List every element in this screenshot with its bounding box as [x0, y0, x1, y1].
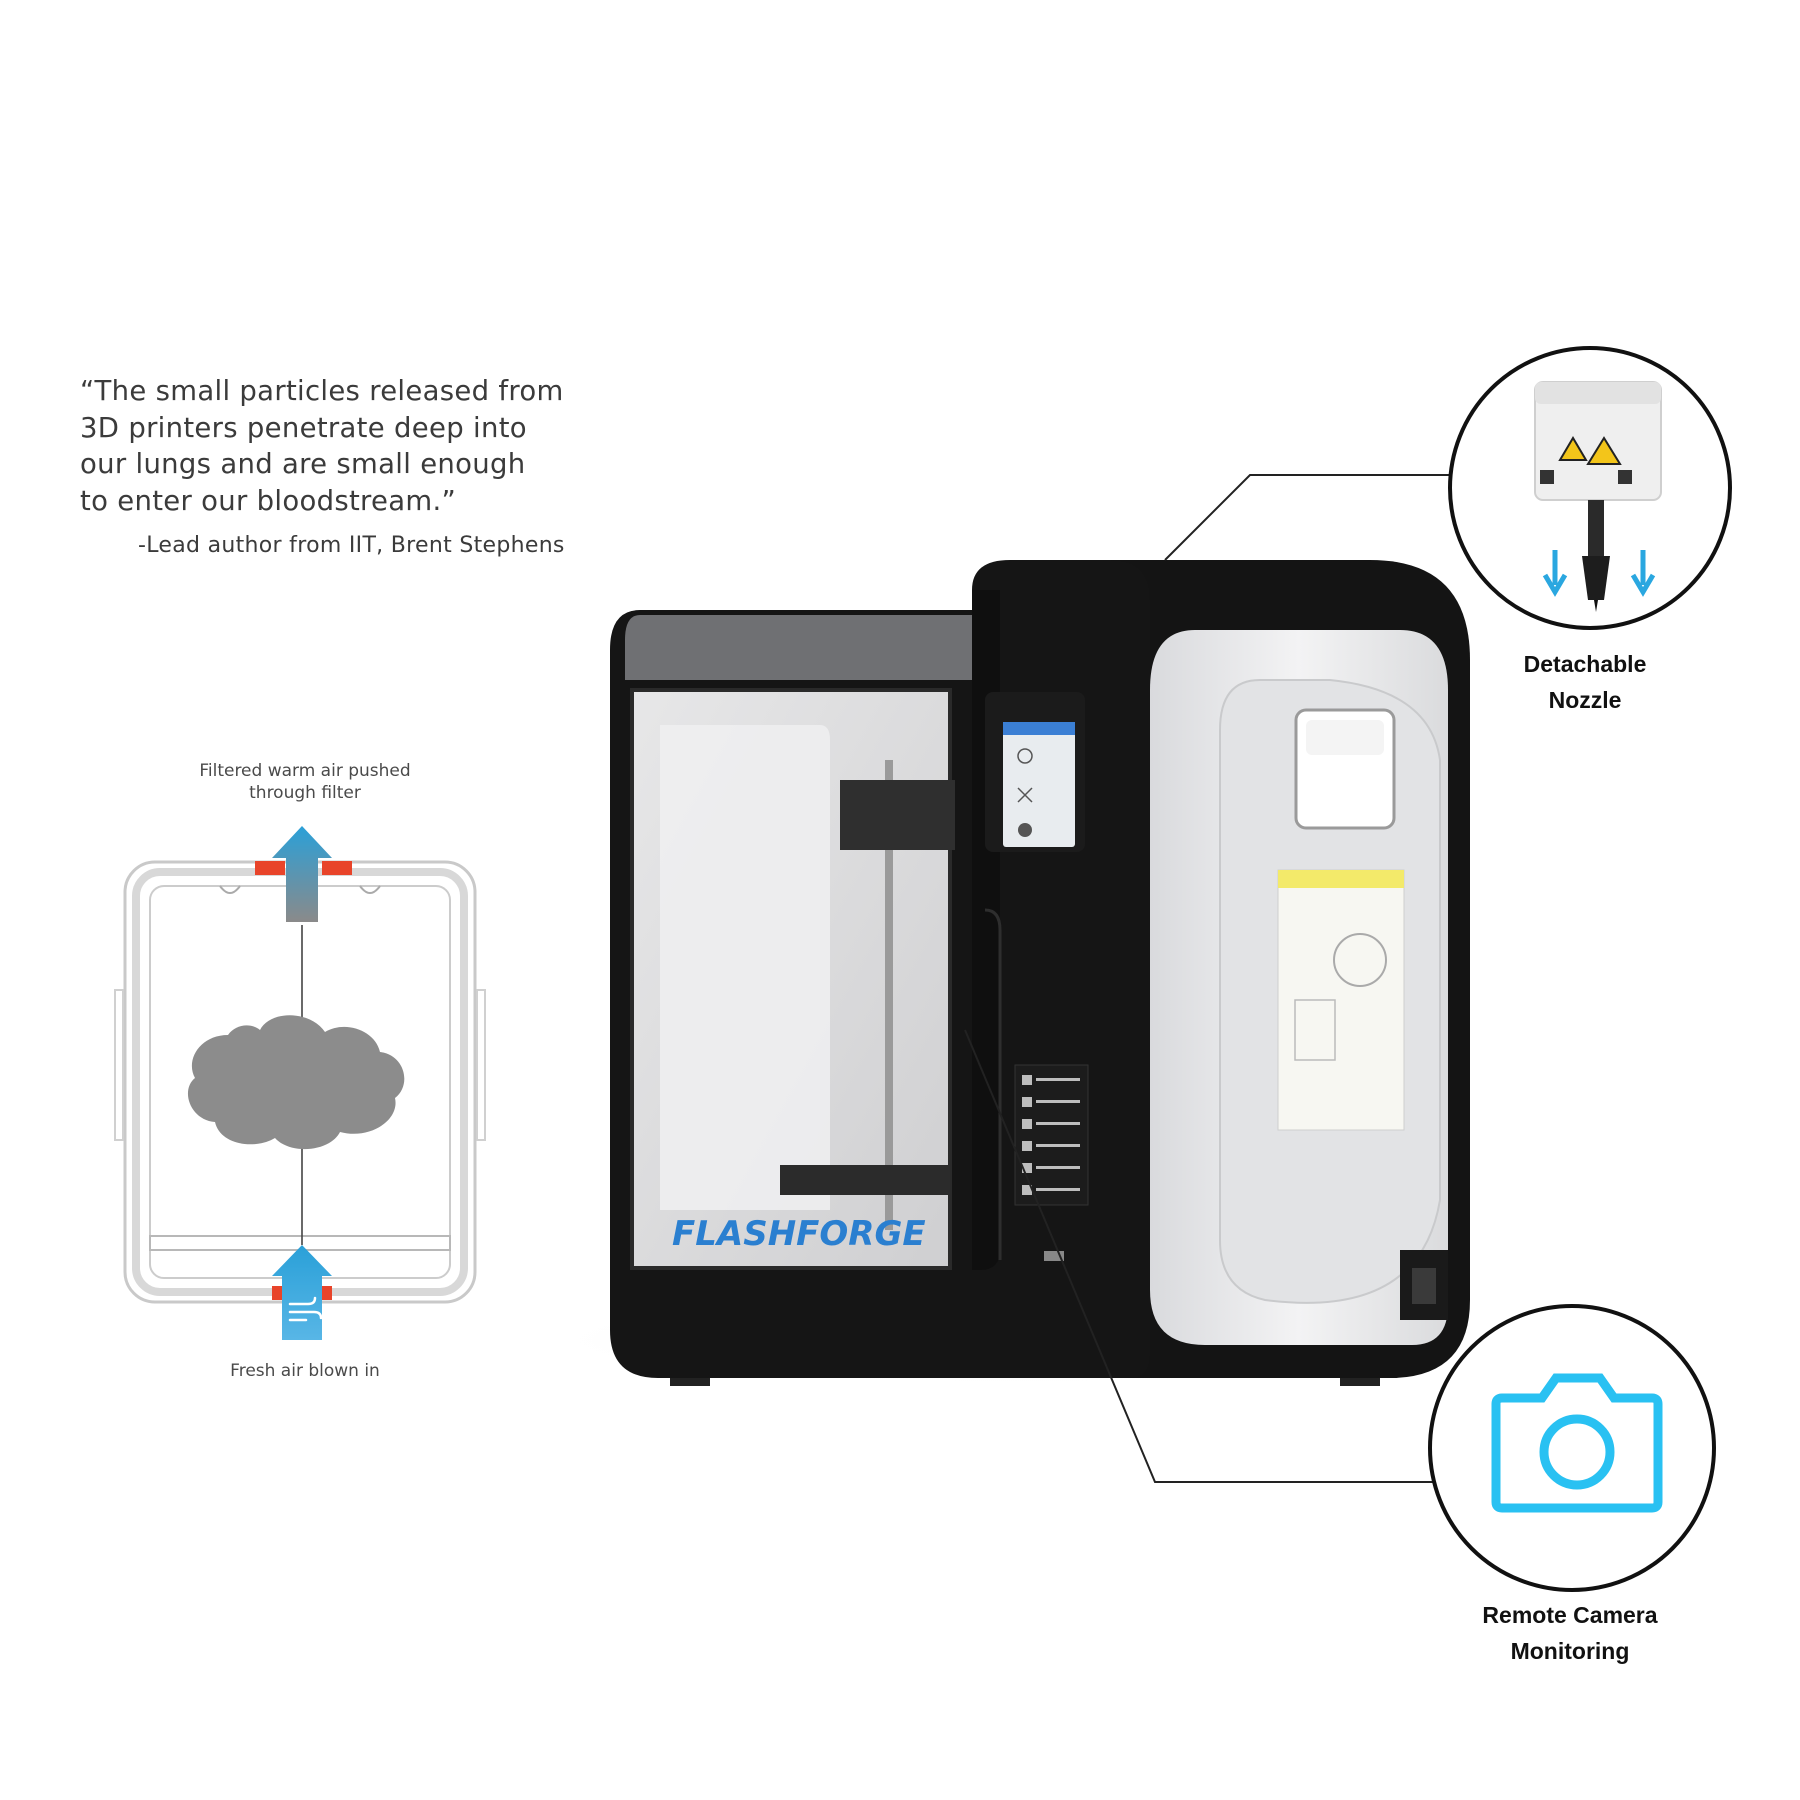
sticker-drawing: [1294, 999, 1336, 1061]
airflow-diagram: [114, 826, 486, 1340]
nozzle-caption-line: Nozzle: [1548, 687, 1622, 713]
particle-cloud-icon: [187, 1015, 405, 1150]
camera-caption-line: Remote Camera: [1482, 1602, 1658, 1628]
tools-icon[interactable]: [1017, 787, 1033, 803]
glass-reflection: [660, 725, 830, 1210]
down-arrow-icon: [1542, 550, 1568, 597]
sticker-spool-drawing: [1333, 933, 1387, 987]
quote-line: “The small particles released from: [80, 375, 564, 407]
fresh-air-label: Fresh air blown in: [230, 1361, 380, 1381]
touchscreen[interactable]: [1003, 722, 1075, 847]
door-handle: [984, 908, 1002, 1260]
feature-label-icons: [1022, 1075, 1080, 1195]
printer-foot: [1340, 1378, 1380, 1386]
power-socket-inner: [1412, 1268, 1436, 1304]
camera-caption-line: Monitoring: [1510, 1638, 1630, 1664]
sticker-header: [1278, 870, 1404, 888]
quote-line: our lungs and are small enough: [80, 448, 526, 480]
fresh-air-arrow-icon: [272, 1245, 332, 1340]
wind-icon: [288, 1296, 323, 1322]
nozzle-leader-line: [1164, 474, 1450, 561]
nozzle-caption-line: Detachable: [1523, 651, 1647, 677]
z-axis-rod: [885, 760, 893, 1230]
build-platform: [780, 1165, 950, 1195]
filament-icon[interactable]: [1018, 823, 1032, 837]
filter-top-right: [322, 861, 352, 875]
handle-recess: [1306, 720, 1384, 755]
quote-attribution: -Lead author from IIT, Brent Stephens: [138, 533, 565, 558]
usb-port: [1044, 1251, 1064, 1261]
nozzle-icon: [1534, 381, 1662, 612]
camera-icon: [1491, 1373, 1663, 1513]
print-icon[interactable]: [1017, 748, 1033, 764]
side-vent-right: [476, 989, 486, 1141]
filtered-air-label: Filtered warm air pushed through filter: [140, 760, 470, 804]
feature-label-strip: [1014, 1064, 1089, 1206]
filtered-air-arrow-icon: [272, 826, 332, 922]
touchscreen-header: [1003, 722, 1075, 735]
camera-callout: [1428, 1304, 1716, 1592]
printer: FLASHFORGE: [540, 560, 1500, 1386]
filtered-air-label-line: through filter: [249, 783, 361, 803]
side-vent-left: [114, 989, 124, 1141]
brand-logo: FLASHFORGE: [672, 1214, 926, 1254]
quote-line: 3D printers penetrate deep into: [80, 411, 527, 444]
down-arrow-icon: [1630, 550, 1656, 597]
printer-foot: [670, 1378, 710, 1386]
quote-line: to enter our bloodstream.”: [80, 484, 457, 517]
camera-caption: Remote Camera Monitoring: [1440, 1597, 1700, 1669]
camera-leader-line: [964, 1029, 1435, 1483]
vent-hooks: [219, 885, 381, 894]
filtered-air-label-line: Filtered warm air pushed: [199, 761, 411, 781]
nozzle-caption: Detachable Nozzle: [1470, 646, 1700, 718]
nozzle-callout: [1448, 346, 1732, 630]
filter-top-left: [255, 861, 285, 875]
top-lid: [625, 615, 972, 680]
extruder-carriage: [840, 780, 955, 850]
quote-text: “The small particles released from 3D pr…: [80, 373, 640, 519]
camera-callout-circle: [1428, 1304, 1716, 1592]
